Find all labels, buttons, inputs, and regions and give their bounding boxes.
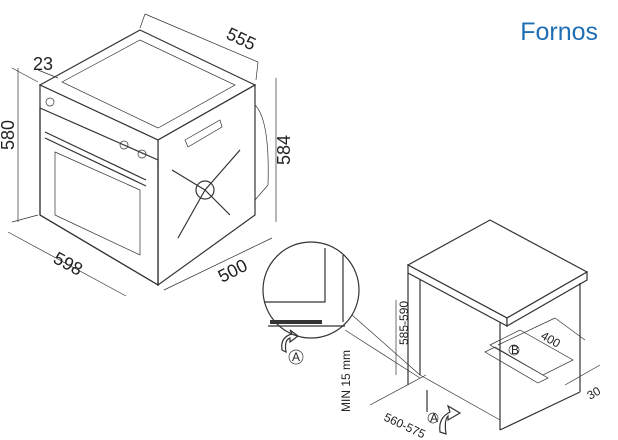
marker-a-detail: A [292, 350, 300, 364]
dim-560-575: 560-575 [382, 410, 428, 440]
cabinet-drawing [369, 219, 601, 435]
marker-a: A [430, 411, 438, 425]
marker-b: B [511, 343, 519, 357]
dim-30: 30 [585, 384, 604, 403]
dim-598: 598 [50, 248, 86, 280]
dim-584: 584 [274, 135, 294, 165]
dim-585-590: 585-590 [397, 301, 411, 345]
dim-500: 500 [215, 255, 251, 286]
dim-400: 400 [539, 328, 564, 350]
dim-580: 580 [0, 120, 18, 150]
oven-dimension-lines [7, 13, 277, 297]
dim-min-15mm: MIN 15 mm [339, 350, 353, 412]
section-title: Fornos [520, 18, 598, 46]
detail-circle [262, 241, 421, 379]
dim-23: 23 [33, 54, 53, 74]
oven-drawing [38, 29, 269, 287]
